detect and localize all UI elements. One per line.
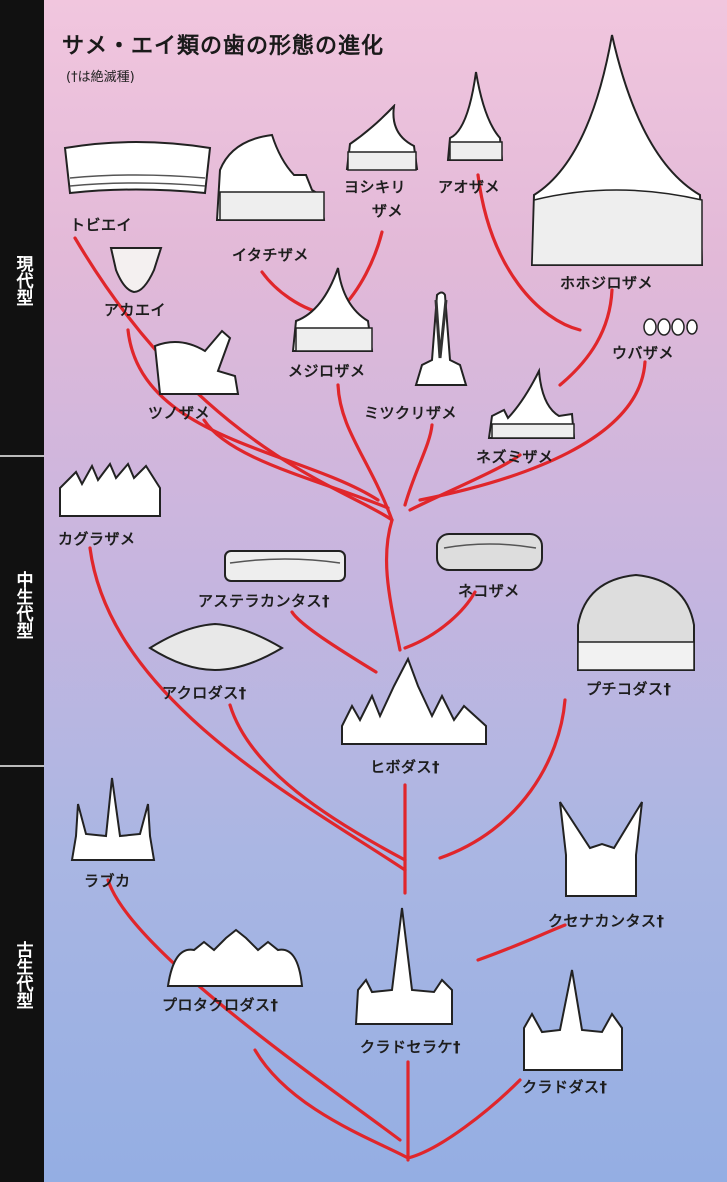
ubazame-tooth [643, 318, 698, 336]
branch [202, 418, 390, 510]
branch [558, 288, 614, 387]
nekozame-tooth [436, 533, 543, 571]
label-cladodus: クラドダス† [522, 1078, 608, 1096]
tsunozame-tooth [153, 329, 240, 395]
label-tsunozame: ツノザメ [148, 404, 211, 422]
label-aozame: アオザメ [438, 178, 501, 196]
label-ubazame: ウバザメ [612, 344, 675, 362]
branch [403, 590, 477, 650]
era-divider [0, 455, 44, 457]
diagram-title: サメ・エイ類の歯の形態の進化 [62, 34, 385, 59]
branch [418, 360, 647, 502]
label-yoshikirizame: ヨシキリ [344, 178, 407, 196]
akaei-tooth [109, 247, 163, 294]
label-rabuka: ラブカ [84, 872, 131, 890]
era-sidebar [0, 0, 44, 1182]
xenacanthus-tooth [559, 801, 643, 897]
diagram-subtitle: (†は絶滅種) [66, 70, 135, 85]
label-mitsukurizame: ミツクリザメ [364, 404, 458, 422]
label-asuteracantus: アステラカンタス† [198, 592, 331, 610]
label-hohojirozame: ホホジロザメ [560, 274, 654, 292]
cladoselache-tooth [354, 907, 453, 1025]
itachizame-tooth [215, 133, 326, 221]
label-cladoselache: クラドセラケ† [360, 1038, 462, 1056]
label-xenacanthus: クセナカンタス† [548, 912, 665, 930]
mitsukurizame-tooth [414, 291, 468, 386]
branch [408, 453, 522, 512]
branch [476, 923, 567, 962]
branch [228, 703, 407, 862]
era-divider [0, 765, 44, 767]
branch [253, 1048, 410, 1160]
branch [476, 173, 582, 332]
branch [336, 383, 394, 522]
tobiei-tooth [63, 141, 212, 195]
ptychodus-tooth [577, 573, 695, 671]
label-nezumizame: ネズミザメ [476, 448, 554, 466]
hohojirozame-tooth [530, 34, 704, 266]
label-protacrodus: プロタクロダス† [162, 996, 279, 1014]
branch [406, 1078, 522, 1160]
branch [384, 518, 402, 652]
era-label-paleozoic: 古生代型 [12, 941, 33, 1009]
aozame-tooth [446, 71, 504, 161]
era-label-mesozoic: 中生代型 [12, 571, 33, 639]
hybodus-tooth [341, 656, 487, 745]
kagurazame-tooth [59, 462, 161, 517]
cladodus-tooth [523, 969, 623, 1071]
label-akaei: アカエイ [104, 301, 167, 319]
label-hybodus: ヒボダス† [370, 758, 441, 776]
branch [290, 610, 378, 674]
branch [403, 423, 434, 507]
label-mejirozame: メジロザメ [288, 362, 366, 380]
branch [73, 236, 394, 522]
label-tobiei: トビエイ [70, 216, 133, 234]
branch [438, 698, 567, 860]
nezumizame-tooth [487, 367, 576, 439]
branch [106, 878, 402, 1142]
yoshikirizame-tooth [345, 104, 419, 171]
rabuka-tooth [70, 777, 156, 861]
era-label-modern: 現代型 [12, 254, 33, 306]
label-kagurazame: カグラザメ [58, 530, 136, 548]
label-ptychodus: プチコダス† [586, 680, 672, 698]
branch [126, 328, 380, 502]
label-yoshikirizame-2: ザメ [372, 202, 404, 220]
acrodus-tooth [148, 622, 284, 672]
branch [88, 546, 407, 872]
mejirozame-tooth [291, 267, 374, 352]
protacrodus-tooth [166, 928, 304, 987]
label-itachizame: イタチザメ [232, 246, 309, 264]
asuteracantus-tooth [224, 550, 346, 582]
label-nekozame: ネコザメ [458, 582, 520, 600]
label-acrodus: アクロダス† [162, 684, 247, 702]
